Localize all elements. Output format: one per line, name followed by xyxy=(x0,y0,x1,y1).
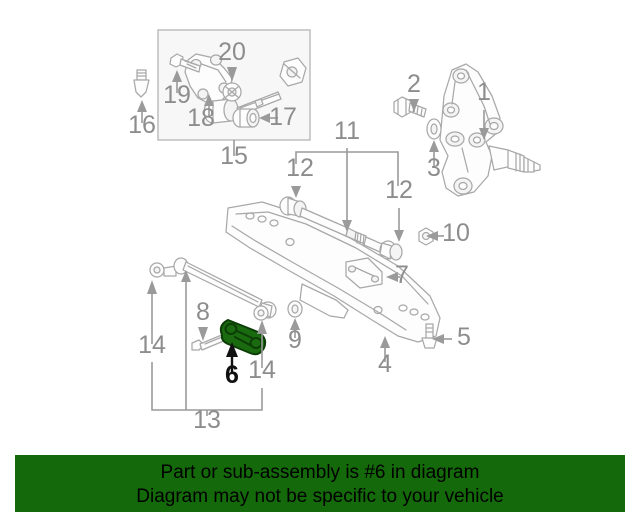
callout-leader-19 xyxy=(172,70,182,93)
callout-label-3: 3 xyxy=(427,154,441,182)
caption-band: Part or sub-assembly is #6 in diagram Di… xyxy=(15,455,625,512)
callout-label-12-right: 12 xyxy=(385,176,413,204)
callout-label-18: 18 xyxy=(187,104,215,132)
callout-leader-1 xyxy=(479,110,489,140)
washer-9-part xyxy=(287,300,303,318)
callout-leader-3 xyxy=(429,140,439,166)
callout-leader-16 xyxy=(137,100,147,123)
callout-leader-8 xyxy=(198,327,208,341)
callout-label-16: 16 xyxy=(128,111,156,139)
adjustable-lateral-link-part xyxy=(279,196,403,261)
callout-leader-17 xyxy=(259,113,278,123)
callout-leader-5 xyxy=(432,334,452,344)
caption-line-2: Diagram may not be specific to your vehi… xyxy=(136,485,504,507)
bushing-20-part xyxy=(222,82,242,102)
callout-label-5: 5 xyxy=(457,323,471,351)
callout-label-14-right: 14 xyxy=(248,356,276,384)
callout-label-1: 1 xyxy=(477,78,491,106)
callout-leader-12-left xyxy=(291,186,301,198)
callout-leader-10 xyxy=(426,231,444,241)
reinforcement-plate-part xyxy=(345,257,383,289)
callout-label-7: 7 xyxy=(395,261,409,289)
callout-label-12-left: 12 xyxy=(286,154,314,182)
control-arm-bushing-barrel xyxy=(203,98,239,124)
bolt-16-part xyxy=(133,69,150,98)
upper-arm-bracket xyxy=(279,57,307,87)
rear-crossmember-part xyxy=(225,201,441,343)
bushing-17-part xyxy=(232,108,260,128)
callout-label-9: 9 xyxy=(288,326,302,354)
bolt-2-part xyxy=(393,96,427,118)
callout-label-13: 13 xyxy=(193,406,221,434)
bolt-8-part xyxy=(191,333,227,351)
callout-label-17: 17 xyxy=(269,103,297,131)
bolt-19-part xyxy=(169,53,201,73)
callout-leader-2 xyxy=(409,99,419,112)
callout-label-19: 19 xyxy=(163,81,191,109)
callout-bracket-11 xyxy=(295,151,399,186)
callout-leader-9 xyxy=(290,318,300,338)
bolt-5-part xyxy=(421,323,438,349)
highlighted-part-6 xyxy=(219,319,267,356)
callout-leader-6 xyxy=(226,342,238,372)
callout-label-4: 4 xyxy=(378,350,392,378)
steering-knuckle-part xyxy=(439,63,541,197)
callout-leader-7 xyxy=(386,272,400,282)
callout-label-2: 2 xyxy=(407,70,421,98)
callout-leader-18 xyxy=(204,94,214,116)
callout-label-14-left: 14 xyxy=(138,331,166,359)
washer-3-part xyxy=(426,118,442,140)
callout-label-6: 6 xyxy=(225,361,239,389)
callout-label-11: 11 xyxy=(334,117,360,145)
callout-label-15: 15 xyxy=(220,142,248,170)
callout-leader-11 xyxy=(342,148,352,232)
callout-label-10: 10 xyxy=(442,219,470,247)
callout-label-8: 8 xyxy=(196,298,210,326)
callout-leader-20 xyxy=(227,67,237,82)
callout-leader-14-left xyxy=(147,280,157,344)
caption-line-1: Part or sub-assembly is #6 in diagram xyxy=(160,461,480,483)
callout-leader-14-right xyxy=(257,320,267,368)
callout-label-20: 20 xyxy=(218,38,246,66)
callout-leader-12-right xyxy=(394,208,404,242)
right-bushing-part xyxy=(253,305,269,321)
callout-leader-4 xyxy=(380,336,390,362)
